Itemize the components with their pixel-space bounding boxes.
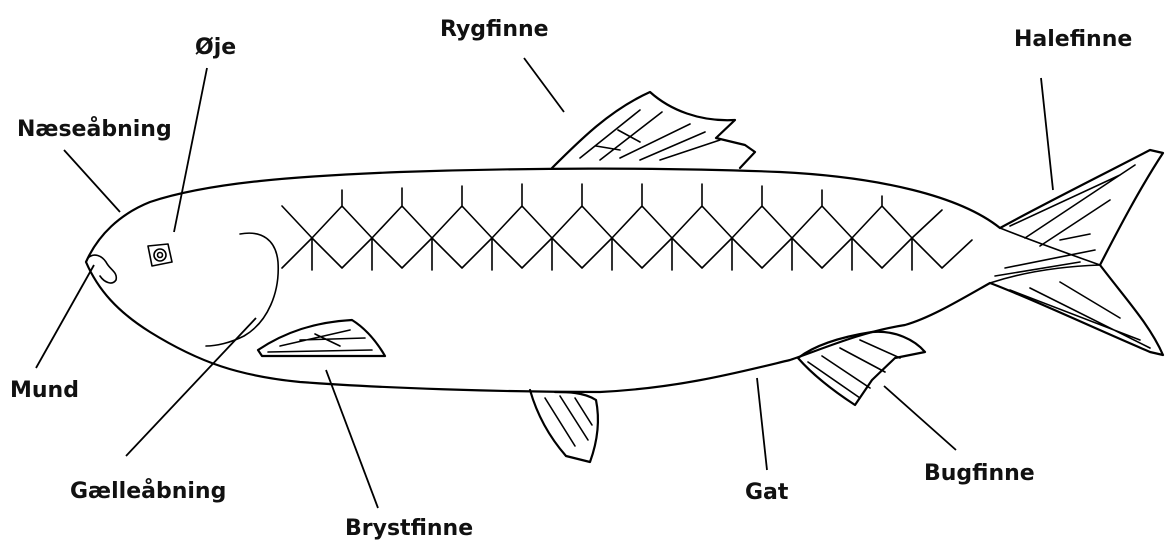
- leader-anus: [757, 378, 767, 470]
- label-pectoral-fin: Brystfinne: [345, 516, 473, 541]
- label-nostril: Næseåbning: [17, 116, 172, 142]
- label-tail-fin: Halefinne: [1014, 27, 1132, 52]
- leader-dorsal-fin: [524, 58, 564, 112]
- pectoral-fin-rays: [268, 330, 372, 352]
- label-dorsal-fin: Rygfinne: [440, 17, 549, 42]
- leader-tail-fin: [1041, 78, 1053, 190]
- label-mouth: Mund: [10, 378, 79, 403]
- leader-pelvic-fin: [884, 386, 956, 450]
- label-anus: Gat: [745, 480, 789, 505]
- leader-nostril: [64, 150, 120, 212]
- gill-cover-line: [206, 233, 278, 346]
- scale-pattern: [282, 184, 972, 270]
- label-eye: Øje: [195, 35, 236, 60]
- label-gill-opening: Gælleåbning: [70, 478, 226, 504]
- tail-fin-rays: [995, 165, 1150, 348]
- leader-gill-opening: [126, 318, 256, 456]
- labels: Øje Næseåbning Rygfinne Halefinne Mund G…: [10, 17, 1132, 541]
- eye-drawing: [148, 244, 172, 266]
- leader-eye: [174, 68, 207, 232]
- label-pelvic-fin: Bugfinne: [924, 461, 1035, 486]
- fish-drawing: [86, 92, 1163, 462]
- leader-mouth: [36, 265, 94, 368]
- leader-lines: [36, 58, 1053, 508]
- leader-pectoral-fin: [326, 370, 378, 508]
- fish-body-outline: [86, 150, 1163, 392]
